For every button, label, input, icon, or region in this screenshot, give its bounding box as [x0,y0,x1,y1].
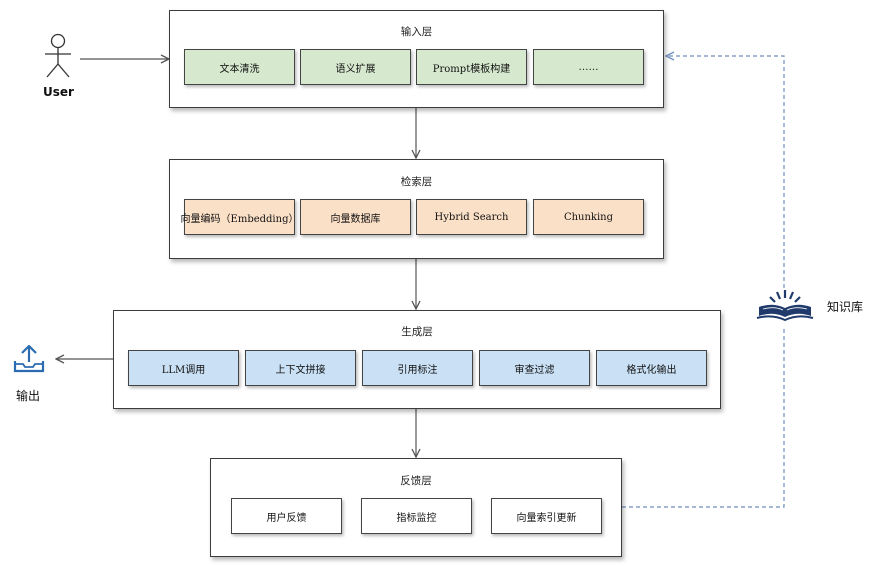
knowledge-base-label: 知识库 [827,300,864,314]
module-llm-call: LLM调用 [128,350,239,386]
module-vector-index-update: 向量索引更新 [491,498,602,534]
module-metrics-monitoring: 指标监控 [361,498,472,534]
user-label: User [43,85,74,99]
module-more-ellipsis: …… [533,49,644,85]
feedback-layer-title: 反馈层 [400,475,432,487]
generation-layer-title: 生成层 [401,326,433,338]
input-layer: 输入层 文本清洗 语义扩展 Prompt模板构建 …… [169,10,664,108]
module-review-filter: 审查过滤 [479,350,590,386]
module-format-output: 格式化输出 [596,350,707,386]
feedback-layer: 反馈层 用户反馈 指标监控 向量索引更新 [210,458,622,557]
module-semantic-expansion: 语义扩展 [300,49,411,85]
module-hybrid-search: Hybrid Search [416,199,527,235]
generation-layer: 生成层 LLM调用 上下文拼接 引用标注 审查过滤 格式化输出 [113,310,721,409]
output-label: 输出 [16,389,41,403]
module-prompt-template: Prompt模板构建 [416,49,527,85]
person-icon [45,33,71,78]
module-vector-database: 向量数据库 [300,199,411,235]
module-citation: 引用标注 [362,350,473,386]
feedback-to-knowledge-dashed-link [622,326,785,508]
open-book-icon [756,290,814,322]
module-chunking: Chunking [533,199,644,235]
upload-tray-icon [13,344,45,373]
module-context-concat: 上下文拼接 [245,350,356,386]
input-layer-title: 输入层 [400,26,433,38]
knowledge-to-input-dashed-link [666,56,785,288]
retrieval-layer: 检索层 向量编码（Embedding） 向量数据库 Hybrid Search … [169,159,664,259]
module-embedding: 向量编码（Embedding） [181,199,298,235]
module-text-cleaning: 文本清洗 [184,49,295,85]
module-user-feedback: 用户反馈 [231,498,342,534]
retrieval-layer-title: 检索层 [400,176,433,188]
